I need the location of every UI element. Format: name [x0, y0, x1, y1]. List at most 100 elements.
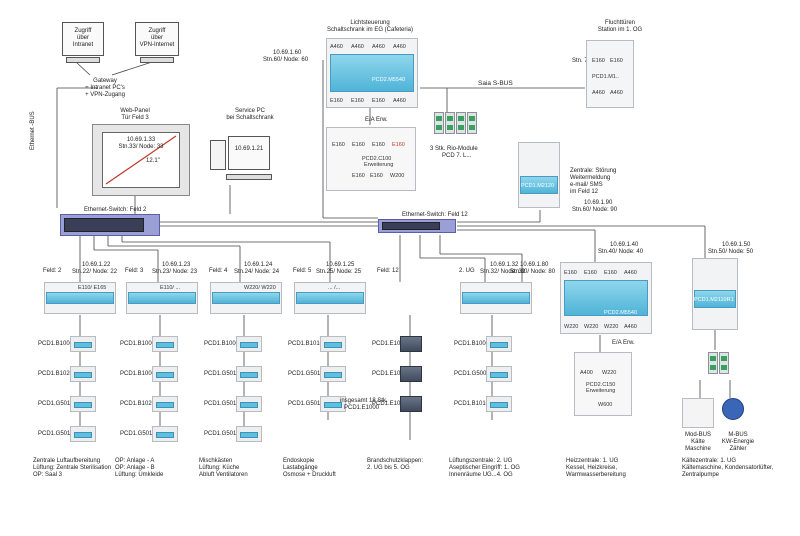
kaelte-desc-3: Zentralpumpe [682, 472, 720, 478]
mbus-meter [722, 398, 744, 420]
field-4-mod-2: PCD1.E1000 [372, 401, 408, 407]
field-2-module-0 [236, 336, 262, 352]
kaelte-desc-1: Kältezentrale: 1. UG [682, 458, 737, 464]
zentrale-controller [518, 142, 560, 208]
servicepc-monitor [228, 136, 270, 170]
field-3-module-0 [320, 336, 346, 352]
zentrale-display [520, 176, 558, 194]
flucht-title-1: Fluchttüren [604, 20, 635, 26]
flucht-station: Stn. 70 [572, 58, 592, 64]
brand-note-1: insgesamt 18 Stk. [340, 398, 388, 404]
field-node-6: Stn.80/ Node: 80 [510, 269, 556, 275]
field-head-3: ... /... [328, 285, 341, 291]
light-ea-erw: E/A Erw. [365, 117, 388, 123]
field-node-0: Stn.22/ Node: 22 [72, 269, 118, 275]
field-label-2: Feld: 4 [209, 268, 228, 274]
mbus-3: Zähler [729, 446, 747, 452]
brand-note-2: PCD1.E1000 [344, 405, 380, 411]
field-5-desc-2: Innenräume UG...4. OG [449, 472, 513, 478]
webpanel-ip-2: Stn.33/ Node: 33 [118, 144, 164, 150]
field-4-desc-0: Brandschutzklappen: [367, 458, 424, 464]
field-4-module-2 [400, 396, 422, 412]
pc-intranet-line2: über [76, 35, 89, 41]
saia-sbus-label: Saia S-BUS [478, 80, 513, 87]
field-node-3: Stn.25/ Node: 25 [316, 269, 362, 275]
field-ip-0: 10.69.1.22 [82, 262, 111, 268]
flucht-mod-4: A460 [610, 90, 623, 96]
heiz-bottom-1: W220 [584, 324, 599, 330]
field-ip-3: 10.69.1.25 [326, 262, 355, 268]
servicepc-ip: 10.69.1.21 [234, 146, 264, 152]
light-title-1: Lichtsteuerung [350, 20, 390, 26]
light-title-2: Schaltschrank im EG (Cafeteria) [326, 27, 414, 33]
webpanel-screen [102, 132, 180, 188]
field-0-desc-1: Lüftung: Zentrale Sterilisation [33, 465, 112, 471]
heiz-bottom-3: A460 [624, 324, 637, 330]
servicepc-tower [210, 140, 226, 170]
field-4-module-1 [400, 366, 422, 382]
field-3-desc-0: Endoskopie [283, 458, 315, 464]
field-1-module-3 [152, 426, 178, 442]
modbus-device [682, 398, 714, 428]
field-2-module-2 [236, 396, 262, 412]
field-1-desc-2: Lüftung: Umkleide [115, 472, 164, 478]
field-5-desc-0: Lüftungszentrale: 2. UG [449, 458, 513, 464]
light-top-0: A460 [330, 44, 343, 50]
field-4-module-0 [400, 336, 422, 352]
field-5-desc-1: Aseptischer Eingriff: 1. OG [449, 465, 520, 471]
field-1-desc-1: OP: Anlage - B [115, 465, 155, 471]
field-2-mod-3: PCD1.G5010 [204, 431, 240, 437]
gateway-line3: + VPN-Zugang [85, 92, 125, 98]
field-2-desc-2: Abluft Ventilatoren [199, 472, 248, 478]
field-3-module-1 [320, 366, 346, 382]
field-0-module-1 [70, 366, 96, 382]
zentrale-label-1: Zentrale: Störung [570, 168, 617, 174]
modbus-3: Maschine [685, 446, 711, 452]
light-top-3: A460 [393, 44, 406, 50]
pc-vpn-line2: über [150, 35, 163, 41]
mbus-1: M-BUS [728, 432, 748, 438]
ext1-top-1: E160 [352, 142, 365, 148]
kaelte-ip-1: 10.69.1.50 [722, 242, 751, 248]
field-5-mod-0: PCD1.B1000 [454, 341, 490, 347]
field-ip-2: 10.69.1.24 [244, 262, 273, 268]
heiz-top-3: A460 [624, 270, 637, 276]
field-1-desc-0: OP: Anlage - A [115, 458, 155, 464]
field-2-module-1 [236, 366, 262, 382]
zentrale-label-4: im Feld 12 [570, 189, 599, 195]
field-head-1: E110/ ... [160, 285, 181, 291]
field-0-module-3 [70, 426, 96, 442]
field-1-module-1 [152, 366, 178, 382]
field-3-mod-1: PCD1.G5010 [288, 371, 324, 377]
field-5-module-1 [486, 366, 512, 382]
light-bottom-1: E160 [351, 98, 364, 104]
field-2-mod-1: PCD1.G5010 [204, 371, 240, 377]
field-ip-5: 10.69.1.32 [490, 262, 519, 268]
heiz-extension [574, 352, 632, 416]
kaelte-model: PCD1.M2110R1 [694, 297, 734, 303]
webpanel-title-1: Web-Panel [120, 108, 150, 114]
field-4-mod-0: PCD1.E1000 [372, 341, 408, 347]
field-label-1: Feld: 3 [125, 268, 144, 274]
kaelte-io-module-2 [719, 352, 729, 374]
servicepc-title-2: bei Schaltschrank [226, 115, 274, 121]
field-3-desc-1: Lastabgänge [283, 465, 318, 471]
field-1-mod-0: PCD1.B1000 [120, 341, 156, 347]
rio-label-2: PCD 7. L... [442, 153, 472, 159]
field-head-2: W220/ W220 [244, 285, 276, 291]
zentrale-ip-2: Stn.60/ Node: 90 [572, 207, 618, 213]
heiz-top-1: E160 [584, 270, 597, 276]
heiz-desc-3: Warmwasserbereitung [566, 472, 626, 478]
field-display-3 [296, 292, 364, 304]
field-2-desc-0: Mischkästen [199, 458, 233, 464]
heiz-ip-2: Stn.40/ Node: 40 [598, 249, 644, 255]
field-1-module-0 [152, 336, 178, 352]
field-display-1 [128, 292, 196, 304]
light-model: PCD2.M5540 [372, 77, 406, 83]
field-3-module-2 [320, 396, 346, 412]
field-1-mod-2: PCD1.B1020 [120, 401, 156, 407]
heiz-model: PCD2.M5540 [604, 310, 638, 316]
gateway-line2: = Intranet PC's [85, 85, 125, 91]
light-bottom-2: E160 [372, 98, 385, 104]
